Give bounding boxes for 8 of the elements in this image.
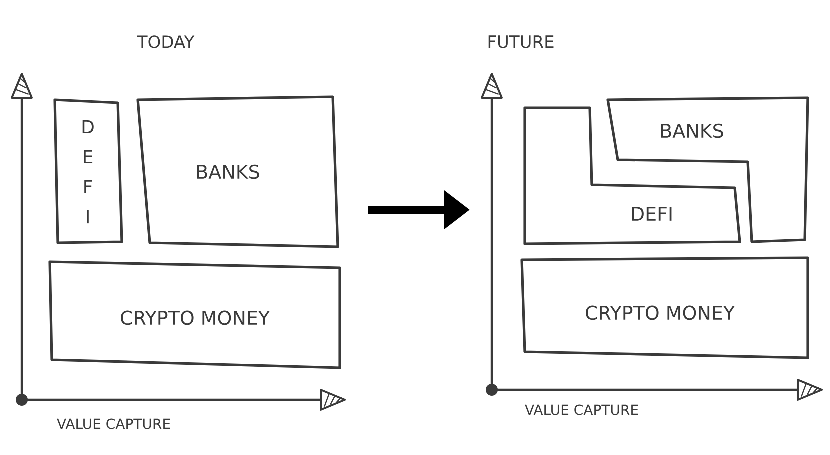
axis-label: VALUE CAPTURE (525, 404, 638, 416)
text-box: BANKS (136, 96, 340, 248)
text-box: DEFI (54, 98, 124, 244)
axis-label: VALUE CAPTURE (57, 418, 170, 430)
panel-title: TODAY (137, 36, 195, 48)
text-box: CRYPTO MONEY (520, 256, 810, 360)
text-box: CRYPTO MONEY (48, 260, 342, 370)
panel-title: FUTURE (488, 36, 554, 48)
